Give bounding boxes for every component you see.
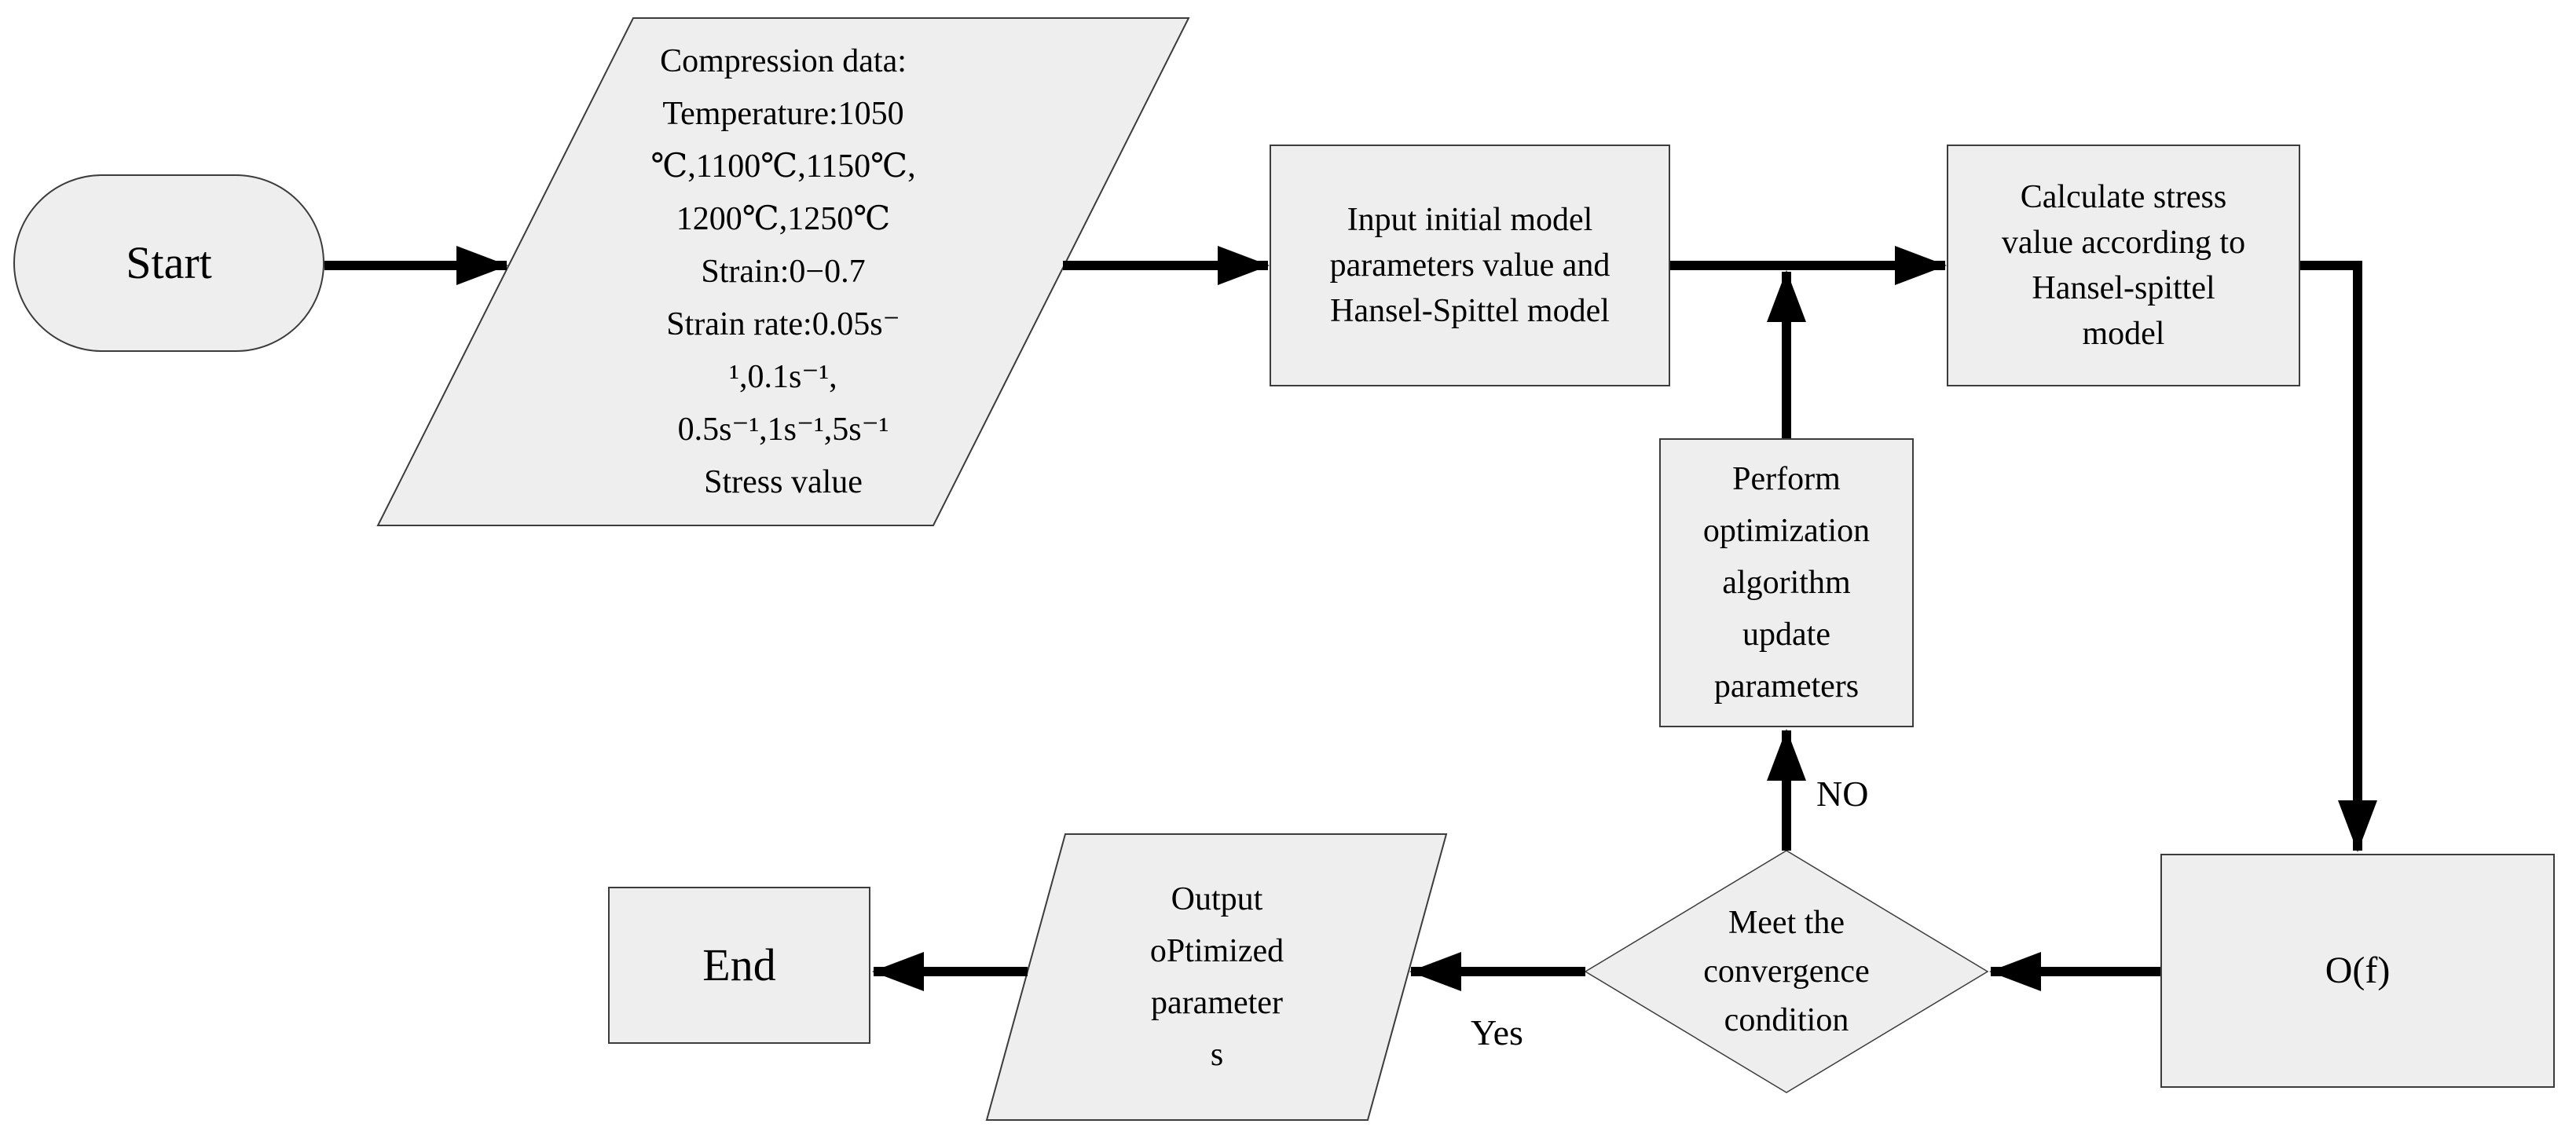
text-line: ¹,0.1s⁻¹, — [729, 358, 837, 395]
text-line: ℃,1100℃,1150℃, — [650, 148, 916, 185]
output-text: Output oPtimized parameter s — [985, 833, 1449, 1122]
text-line: Temperature:1050 — [662, 95, 904, 132]
parallelogram-shape — [376, 17, 1190, 526]
node-compression-data: Compression data: Temperature:1050 ℃,110… — [376, 16, 1191, 527]
text-line: convergence — [1703, 953, 1870, 990]
text-line: Strain:0−0.7 — [701, 253, 866, 290]
text-line: 0.5s⁻¹,1s⁻¹,5s⁻¹ — [677, 411, 889, 448]
text-line: Meet the — [1728, 905, 1845, 941]
text-line: algorithm — [1722, 565, 1851, 601]
text-line: Start — [126, 237, 212, 288]
connector-calc-to-objective — [2300, 261, 2377, 852]
node-start: Start — [13, 174, 324, 352]
label-yes: Yes — [1471, 1012, 1523, 1052]
node-input-model: Input initial model parameters value and… — [1270, 145, 1670, 386]
text-line: Output — [1171, 881, 1263, 917]
diamond-shape — [1584, 850, 1989, 1093]
text-line: Hansel-Spittel model — [1330, 293, 1610, 329]
text-line: parameters value and — [1329, 247, 1610, 284]
text-line: update — [1742, 617, 1830, 653]
compression-text: Compression data: Temperature:1050 ℃,110… — [376, 16, 1191, 527]
text-line: value according to — [2001, 225, 2246, 261]
text-line: O(f) — [2325, 950, 2391, 991]
node-objective: O(f) — [2160, 854, 2555, 1088]
text-line: Perform — [1732, 461, 1841, 497]
text-line: Hansel-spittel — [2032, 270, 2215, 306]
text-line: Calculate stress — [2020, 179, 2227, 215]
text-line: model — [2082, 316, 2165, 352]
node-end: End — [608, 887, 870, 1044]
text-line: End — [702, 939, 776, 990]
text-line: Input initial model — [1347, 202, 1593, 238]
label-no: NO — [1816, 774, 1869, 814]
node-output-parameters: Output oPtimized parameter s — [985, 833, 1449, 1122]
text-line: parameter — [1151, 985, 1283, 1021]
text-line: optimization — [1702, 513, 1871, 549]
parallelogram-shape — [985, 833, 1448, 1121]
text-line: parameters — [1713, 668, 1860, 705]
node-perform-optimization: Perform optimization algorithm update pa… — [1659, 438, 1914, 727]
text-line: condition — [1724, 1002, 1849, 1038]
node-calc-stress: Calculate stress value according to Hans… — [1947, 145, 2300, 386]
text-line: Strain rate:0.05s⁻ — [666, 306, 900, 342]
node-decision-convergence: Meet the convergence condition — [1584, 849, 1989, 1094]
text-line: oPtimized — [1149, 933, 1284, 969]
text-line: s — [1210, 1037, 1224, 1073]
text-line: Stress value — [704, 463, 863, 500]
text-line: 1200℃,1250℃ — [676, 200, 891, 237]
decision-text: Meet the convergence condition — [1584, 849, 1989, 1094]
text-line: Compression data: — [660, 42, 907, 79]
